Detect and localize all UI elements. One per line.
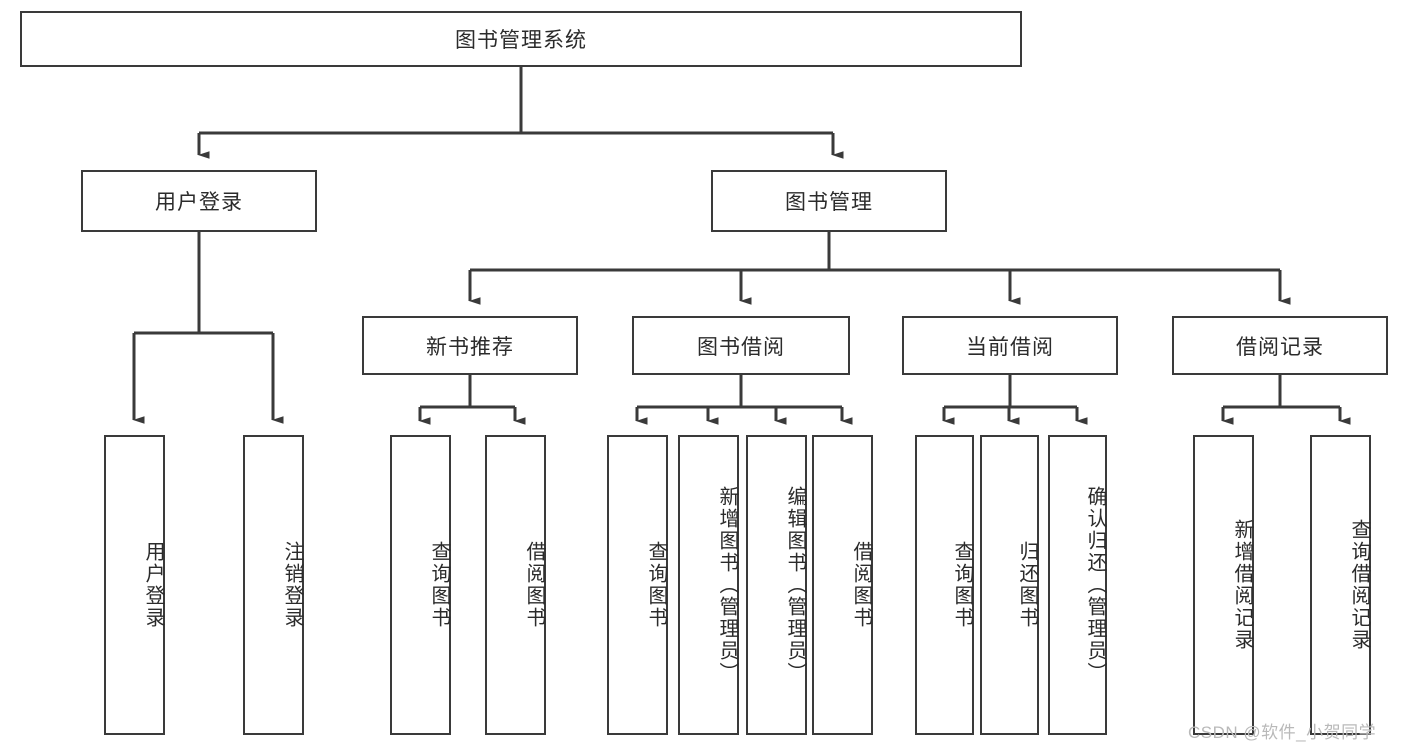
node-leaf-7[interactable]: 借阅图书 <box>812 435 873 735</box>
node-leaf-4[interactable]: 查询图书 <box>607 435 668 735</box>
node-root[interactable]: 图书管理系统 <box>20 11 1022 67</box>
node-leaf-12[interactable]: 查询借阅记录 <box>1310 435 1371 735</box>
node-level2-0-label: 用户登录 <box>155 191 243 214</box>
node-leaf-10-label: 确认归还（管理员） <box>1084 486 1106 684</box>
node-leaf-11[interactable]: 新增借阅记录 <box>1193 435 1254 735</box>
node-level3-3[interactable]: 借阅记录 <box>1172 316 1388 375</box>
node-leaf-2-label: 查询图书 <box>428 541 450 629</box>
node-root-label: 图书管理系统 <box>455 29 587 52</box>
node-level3-3-label: 借阅记录 <box>1236 335 1324 359</box>
node-level3-0-label: 新书推荐 <box>426 335 514 359</box>
node-leaf-9[interactable]: 归还图书 <box>980 435 1039 735</box>
node-level2-0[interactable]: 用户登录 <box>81 170 317 232</box>
node-level3-0[interactable]: 新书推荐 <box>362 316 578 375</box>
node-leaf-7-label: 借阅图书 <box>850 541 872 629</box>
node-leaf-12-label: 查询借阅记录 <box>1348 519 1370 651</box>
node-leaf-4-label: 查询图书 <box>645 541 667 629</box>
node-level2-1-label: 图书管理 <box>785 191 873 214</box>
node-leaf-0-label: 用户登录 <box>142 541 164 629</box>
node-leaf-1[interactable]: 注销登录 <box>243 435 304 735</box>
csdn-watermark: CSDN @软件_小贺同学 <box>1188 723 1377 742</box>
node-leaf-3-label: 借阅图书 <box>523 541 545 629</box>
node-leaf-2[interactable]: 查询图书 <box>390 435 451 735</box>
node-leaf-8[interactable]: 查询图书 <box>915 435 974 735</box>
node-leaf-8-label: 查询图书 <box>951 541 973 629</box>
node-level3-1-label: 图书借阅 <box>697 335 785 359</box>
node-level3-2-label: 当前借阅 <box>966 335 1054 359</box>
node-leaf-10[interactable]: 确认归还（管理员） <box>1048 435 1107 735</box>
node-leaf-0[interactable]: 用户登录 <box>104 435 165 735</box>
node-leaf-3[interactable]: 借阅图书 <box>485 435 546 735</box>
node-leaf-6-label: 编辑图书（管理员） <box>784 486 806 684</box>
node-leaf-5-label: 新增图书（管理员） <box>716 486 738 684</box>
node-leaf-9-label: 归还图书 <box>1016 541 1038 629</box>
node-leaf-5[interactable]: 新增图书（管理员） <box>678 435 739 735</box>
node-leaf-6[interactable]: 编辑图书（管理员） <box>746 435 807 735</box>
node-leaf-1-label: 注销登录 <box>281 541 303 629</box>
node-leaf-11-label: 新增借阅记录 <box>1231 519 1253 651</box>
node-level3-1[interactable]: 图书借阅 <box>632 316 850 375</box>
node-level2-1[interactable]: 图书管理 <box>711 170 947 232</box>
node-level3-2[interactable]: 当前借阅 <box>902 316 1118 375</box>
